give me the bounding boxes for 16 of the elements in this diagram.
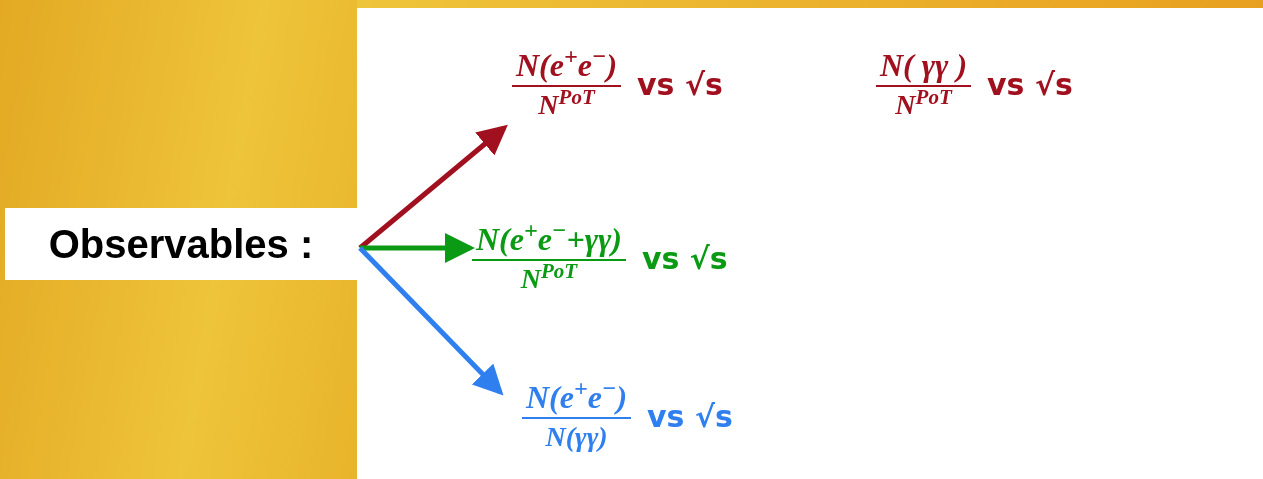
arrow <box>358 246 504 396</box>
label-box: Observables : <box>5 208 357 280</box>
formula-denominator: N$^{PoT}$ <box>520 265 578 293</box>
formula-denominator: N(γγ) <box>545 423 608 451</box>
formula-numerator: N(e$^{+}$e$^{−}$) <box>514 49 619 81</box>
formula-denominator: N$^{PoT}$ <box>538 91 595 119</box>
arrow <box>358 124 508 250</box>
formula-suffix: vs √s <box>641 239 728 278</box>
formula-suffix: vs √s <box>987 65 1073 104</box>
formula-numerator: N(e$^{+}$e$^{−}$+γγ) <box>474 223 623 255</box>
formula-numerator: N( γγ ) <box>878 49 969 81</box>
arrow <box>360 233 475 263</box>
formula-suffix: vs √s <box>647 397 733 436</box>
formula-numerator: N(e$^{+}$e$^{−}$) <box>524 381 629 413</box>
formula-suffix: vs √s <box>637 65 723 104</box>
formula-denominator: N$^{PoT}$ <box>895 91 952 119</box>
